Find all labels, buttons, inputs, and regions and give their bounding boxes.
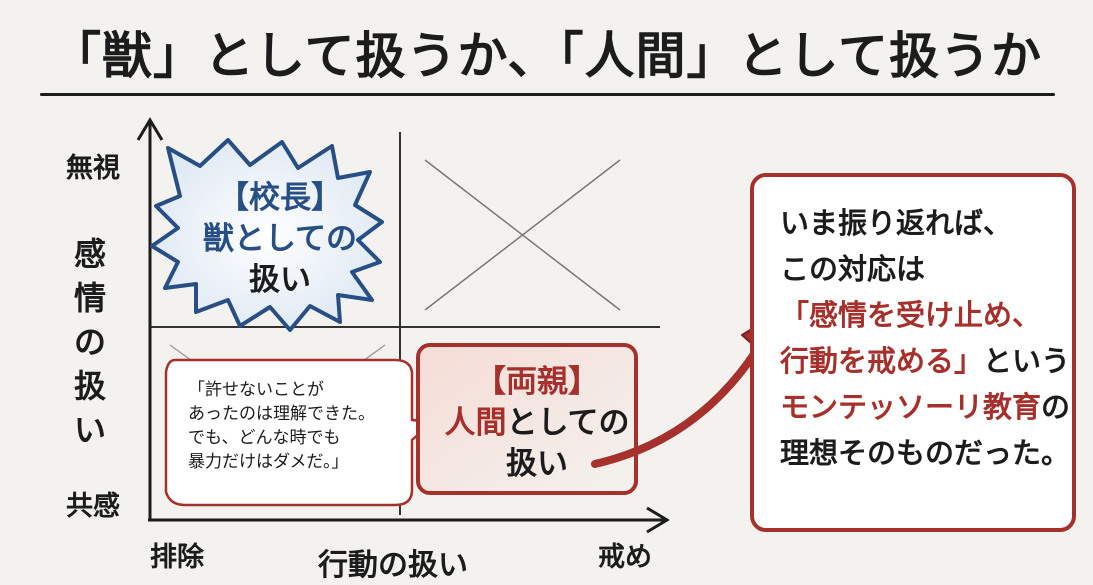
x-axis-left-label: 排除	[150, 542, 204, 573]
conclusion-text: いま振り返れば、 この対応は 「感情を受け止め、 行動を戒める」という モンテッ…	[780, 200, 1070, 476]
x-axis-title: 行動の扱い	[318, 548, 468, 583]
parents-box-shape	[416, 343, 638, 495]
conclusion-line5: モンテッソーリ教育の	[780, 384, 1070, 430]
conclusion-line3: 「感情を受け止め、	[780, 298, 1042, 332]
conclusion-line2: この対応は	[780, 252, 926, 286]
speech-line: でも、どんな時でも	[188, 428, 341, 448]
conclusion-line4-rest: という	[983, 344, 1071, 378]
y-axis-title-char: い	[73, 411, 106, 449]
principal-burst-shape	[150, 138, 384, 332]
top-right-cross-mark	[424, 159, 621, 311]
y-axis-title-char: 情	[73, 279, 106, 317]
principal-heading: 【校長】	[218, 180, 342, 216]
parents-line1-rest: としての	[506, 405, 630, 441]
principal-label: 【校長】 獣としての 扱い	[180, 178, 380, 301]
conclusion-line4: 行動を戒める」という	[780, 338, 1070, 384]
y-axis-top-label: 無視	[66, 153, 120, 184]
conclusion-line1: いま振り返れば、	[780, 206, 1013, 240]
speech-line: 「許せないことが	[188, 380, 324, 400]
principal-line1: 獣としての	[202, 221, 358, 257]
parents-line1: 人間としての	[422, 403, 652, 444]
speech-bubble-text: 「許せないことが あったのは理解できた。 でも、どんな時でも 暴力だけはダメだ。…	[188, 378, 403, 474]
page-title: 「獣」として扱うか、「人間」として扱うか	[51, 27, 1042, 85]
conclusion-line5-rest: の	[1041, 390, 1071, 424]
parents-line2: 扱い	[506, 446, 568, 482]
parents-line1-emphasis: 人間	[444, 405, 507, 441]
speech-line: 暴力だけはダメだ。」	[188, 452, 349, 472]
title-underline	[40, 93, 1055, 96]
y-axis-arrowhead	[136, 117, 164, 141]
speech-line: あったのは理解できた。	[188, 404, 375, 424]
y-axis-title-char: 扱	[73, 367, 106, 405]
parents-label: 【両親】 人間としての 扱い	[422, 362, 652, 485]
y-axis-bottom-label: 共感	[66, 491, 120, 522]
conclusion-box-shape	[750, 173, 1076, 532]
principal-line2: 扱い	[249, 262, 311, 298]
conclusion-line5-emphasis: モンテッソーリ教育	[780, 390, 1042, 424]
conclusion-line4-emphasis: 行動を戒める」	[780, 344, 984, 378]
y-axis-title: 感 情 の 扱 い	[66, 232, 114, 452]
x-axis-arrowhead	[646, 506, 670, 534]
speech-bubble-shape	[164, 358, 434, 507]
y-axis-title-char: の	[73, 323, 106, 361]
y-axis-title-char: 感	[73, 235, 106, 273]
parents-heading: 【両親】	[475, 364, 599, 400]
conclusion-line6: 理想そのものだった。	[780, 436, 1071, 470]
x-axis-right-label: 戒め	[598, 542, 652, 573]
curved-arrow-body	[591, 341, 764, 468]
